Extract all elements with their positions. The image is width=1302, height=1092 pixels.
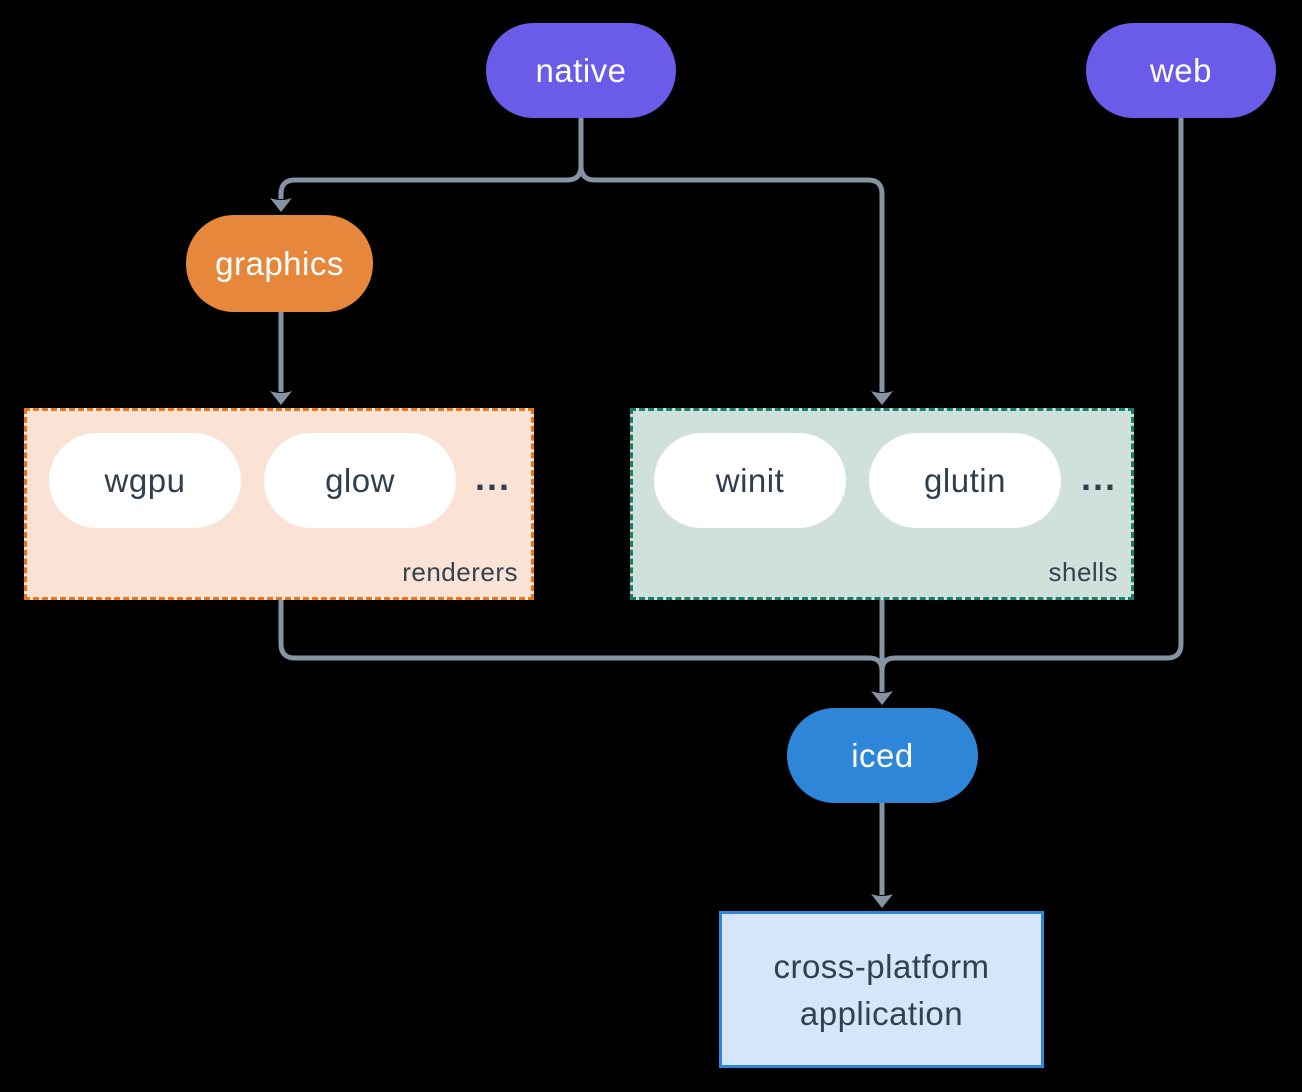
renderers-ellipsis: ... — [475, 457, 512, 498]
application-label-line2: application — [799, 994, 964, 1032]
node-glow-label: glow — [325, 461, 395, 499]
shells-group-label: shells — [1048, 557, 1118, 587]
group-renderers: wgpu glow ... renderers — [24, 408, 534, 600]
node-glutin: glutin — [869, 433, 1061, 528]
node-winit-label: winit — [715, 461, 785, 499]
connector-renderers-to-merge — [278, 600, 885, 672]
node-iced-label: iced — [851, 736, 914, 774]
shells-ellipsis: ... — [1081, 457, 1118, 498]
renderers-group-label: renderers — [402, 557, 518, 587]
arrowhead-into-iced — [871, 691, 893, 705]
arrowhead-into-shells — [871, 391, 893, 405]
connector-native-to-graphics — [278, 118, 584, 199]
node-iced: iced — [787, 708, 978, 803]
arrowhead-into-application — [871, 894, 893, 908]
node-glow: glow — [264, 433, 456, 528]
node-wgpu: wgpu — [49, 433, 241, 528]
connector-native-to-shells — [578, 118, 885, 392]
node-cross-platform-application: cross-platform application — [719, 911, 1044, 1068]
node-native: native — [486, 23, 676, 118]
arrowhead-into-graphics — [270, 198, 292, 212]
node-winit: winit — [654, 433, 846, 528]
node-native-label: native — [535, 51, 627, 89]
arrowhead-into-renderers — [270, 391, 292, 405]
node-glutin-label: glutin — [924, 461, 1006, 499]
node-web: web — [1086, 23, 1276, 118]
group-shells: winit glutin ... shells — [630, 408, 1134, 600]
node-graphics: graphics — [186, 215, 373, 312]
node-graphics-label: graphics — [215, 244, 344, 282]
application-label-line1: cross-platform — [773, 947, 990, 985]
node-web-label: web — [1149, 51, 1213, 89]
node-wgpu-label: wgpu — [104, 461, 186, 499]
